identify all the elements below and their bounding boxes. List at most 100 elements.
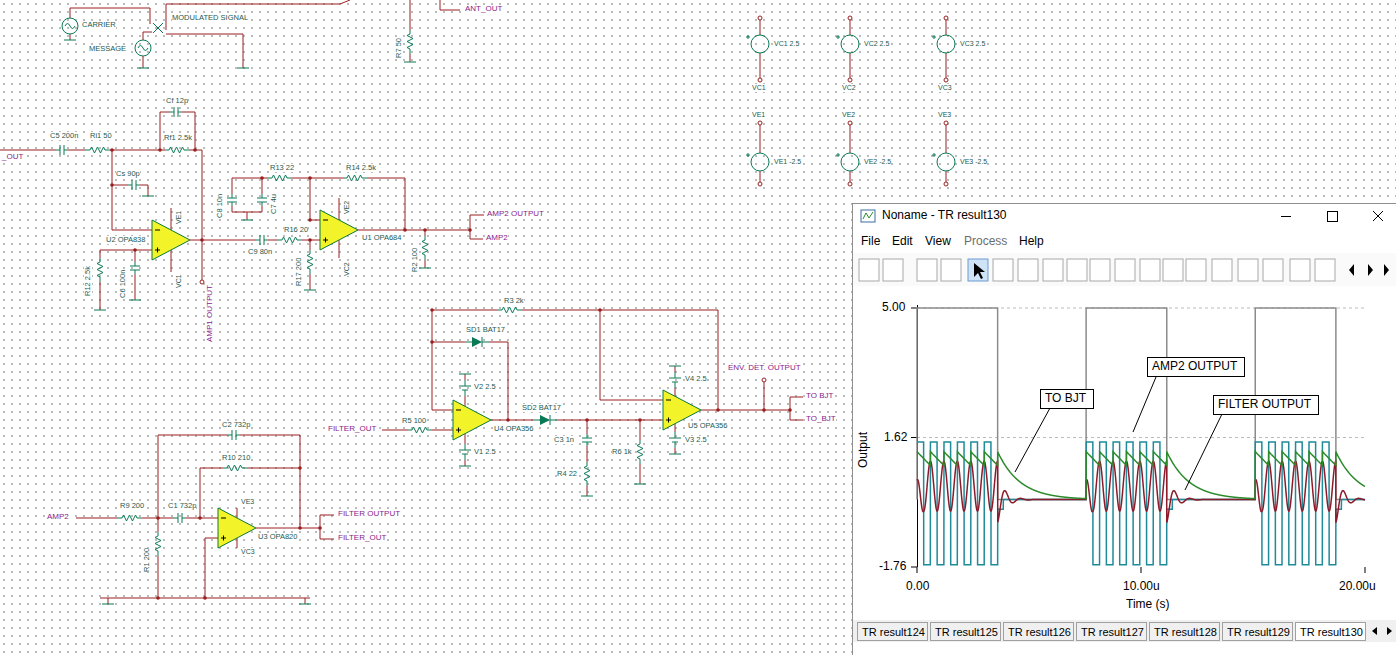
callout-text: AMP2 OUTPUT	[1152, 359, 1237, 374]
filter-trace	[917, 461, 1365, 522]
ground-symbol	[459, 374, 471, 375]
part-label: VE1	[752, 111, 765, 119]
net-label: AMP1 OUTPUT	[206, 285, 215, 342]
ground-symbol	[669, 366, 681, 367]
leader-line	[1015, 377, 1222, 490]
part-label: VE2 -2.5	[864, 158, 891, 166]
callout-box: TO BJT	[1040, 389, 1094, 409]
part-label: MESSAGE	[89, 45, 126, 53]
ui-label: Process	[964, 235, 1007, 248]
net-label: TO BJT	[806, 392, 833, 401]
battery-symbol	[669, 372, 681, 388]
part-label: R7 50	[395, 38, 403, 58]
part-label: R10 210	[222, 454, 250, 462]
part-label: C8 10n	[216, 194, 224, 218]
part-label: SD1 BAT17	[466, 326, 505, 334]
ui-label: File	[861, 235, 880, 248]
part-label: C5 200n	[50, 132, 78, 140]
part-label: VC1	[752, 84, 766, 92]
part-label: VE2	[842, 111, 855, 119]
part-label: SD2 BAT17	[522, 404, 561, 412]
callout-text: FILTER OUTPUT	[1218, 397, 1311, 412]
part-label: VE1 -2.5	[774, 158, 801, 166]
ui-label: Time (s)	[1126, 598, 1170, 611]
ui-label: TR result129	[1227, 626, 1290, 638]
part-label: C3 1n	[554, 436, 574, 444]
resistor-symbol	[584, 462, 590, 486]
wire	[0, 112, 484, 310]
part-label: VC2	[842, 84, 856, 92]
callout-text: TO BJT	[1045, 391, 1086, 406]
part-label: U4 OPA356	[494, 425, 533, 433]
voltage-source	[746, 153, 769, 171]
part-label: VE3	[241, 498, 254, 506]
capacitor-symbol	[228, 430, 240, 440]
part-label: V4 2.5	[685, 375, 707, 383]
ground-symbol	[299, 604, 311, 605]
net-label: AMP2 OUTPUT	[487, 210, 544, 219]
multiplier-symbol	[153, 23, 163, 33]
envelope-trace	[917, 452, 1365, 499]
ui-label: Noname - TR result130	[882, 209, 1007, 222]
part-label: R4 22	[557, 470, 577, 478]
resistor-symbol	[407, 30, 413, 54]
callout-box: AMP2 OUTPUT	[1147, 357, 1245, 377]
ground-symbol	[64, 40, 76, 41]
ground-symbol	[634, 484, 646, 485]
capacitor-symbol	[170, 107, 182, 117]
ui-label: TR result130	[1300, 626, 1363, 638]
resistor-symbol	[86, 147, 110, 153]
ground-symbol	[237, 68, 249, 69]
resistor-symbol	[343, 175, 367, 181]
capacitor-symbol	[128, 180, 140, 190]
resistor-symbol	[637, 440, 643, 464]
resistor-symbol	[165, 147, 189, 153]
resistor-symbol	[498, 307, 522, 313]
terminal-markers	[758, 16, 948, 186]
part-label: R16 20	[284, 226, 308, 234]
part-label: VC2	[343, 262, 351, 276]
part-label: R1 200	[143, 548, 151, 572]
part-label: R6 1k	[612, 448, 632, 456]
capacitor-symbol	[174, 513, 186, 523]
part-label: V1 2.5	[474, 448, 496, 456]
ui-label: Help	[1019, 235, 1044, 248]
part-label: R2 100	[411, 248, 419, 272]
net-label: AMP2	[486, 234, 508, 243]
part-label: C2 732p	[222, 421, 250, 429]
part-label: VC1	[175, 274, 183, 288]
battery-symbol	[459, 444, 471, 460]
ui-label: TR result125	[935, 626, 998, 638]
ground-symbol	[669, 454, 681, 455]
terminal-marker	[200, 280, 204, 284]
capacitor-symbol	[257, 194, 267, 206]
part-label: R17 200	[295, 258, 303, 286]
part-label: VE1	[175, 211, 183, 224]
net-label: FILTER_OUT	[338, 534, 386, 543]
part-label: VC3 2.5	[960, 40, 985, 48]
message-source	[135, 40, 151, 56]
voltage-source	[932, 35, 955, 53]
part-label: R12 2.5k	[84, 266, 92, 296]
resistor-symbol	[307, 250, 313, 274]
part-label: C6 100n	[119, 270, 127, 298]
capacitor-symbol	[256, 235, 268, 245]
part-label: MODULATED SIGNAL	[172, 14, 248, 22]
ground-symbol	[404, 62, 416, 63]
part-label: Ri1 50	[90, 132, 112, 140]
waveform-traces	[917, 308, 1365, 565]
ground-symbol	[581, 496, 593, 497]
resistor-symbol	[422, 236, 428, 260]
ground-symbol	[137, 68, 149, 69]
resistor-symbol	[408, 427, 432, 433]
part-label: VE2	[343, 201, 351, 214]
battery-symbol	[459, 380, 471, 396]
battery-symbol	[669, 432, 681, 448]
net-label: FILTER OUTPUT	[338, 510, 400, 519]
resistor-symbol	[223, 465, 247, 471]
wire	[76, 435, 334, 604]
wire	[70, 0, 460, 68]
ui-label: TR result124	[862, 626, 925, 638]
ui-label: 1.62	[884, 431, 907, 444]
ui-label: View	[925, 235, 951, 248]
